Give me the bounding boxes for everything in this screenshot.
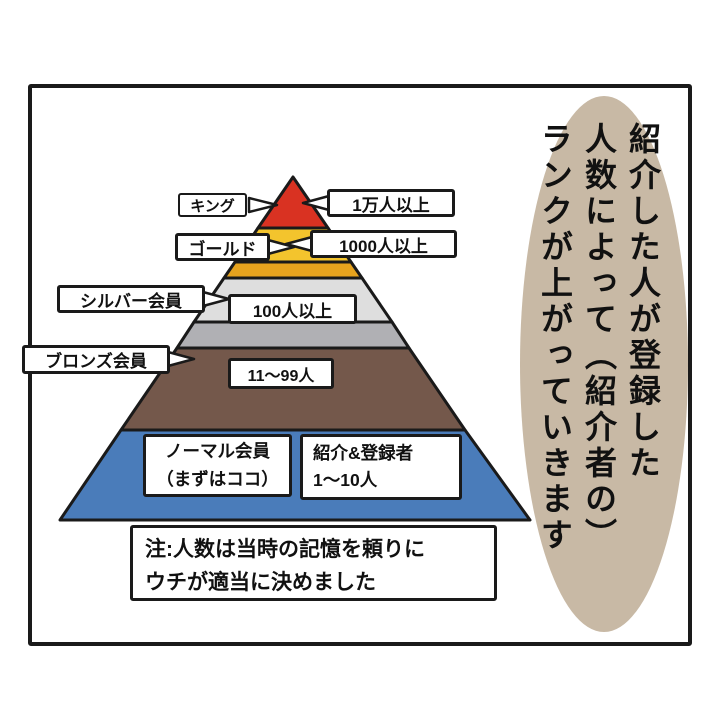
gold-rank-label: ゴールド (175, 233, 270, 261)
normal-threshold-label: 紹介&登録者 1〜10人 (300, 434, 462, 500)
silver-threshold-label: 100人以上 (228, 294, 357, 324)
bubble-line2: 人数によって（紹介者の） (581, 122, 617, 554)
bronze-threshold-label: 11〜99人 (228, 358, 334, 389)
comic-panel: キング 1万人以上 ゴールド 1000人以上 シルバー会員 100人以上 ブロン… (22, 84, 692, 646)
normal-rank-line2: （まずはココ） (156, 468, 279, 489)
gold-threshold-label: 1000人以上 (310, 230, 457, 258)
normal-threshold-line2: 1〜10人 (313, 470, 378, 490)
speech-bubble (520, 96, 688, 632)
silver-rank-label: シルバー会員 (57, 285, 205, 313)
pyramid-tier-silver-accent (175, 320, 411, 350)
speech-bubble-text: 紹介した人が登録した 人数によって（紹介者の） ランクが上がっていきます (533, 122, 665, 622)
arrow-king-label-icon (247, 196, 279, 214)
normal-rank-label: ノーマル会員 （まずはココ） (143, 434, 292, 497)
footnote-line1: 注:人数は当時の記憶を頼りに (145, 538, 425, 561)
bubble-line1: 紹介した人が登録した (625, 122, 661, 482)
bronze-rank-label: ブロンズ会員 (22, 345, 170, 374)
pyramid-tier-gold-accent (222, 260, 364, 280)
normal-rank-line1: ノーマル会員 (165, 441, 270, 462)
footnote-box: 注:人数は当時の記憶を頼りに ウチが適当に決めました (130, 525, 497, 601)
king-rank-label: キング (178, 193, 247, 217)
footnote-line2: ウチが適当に決めました (145, 570, 376, 594)
king-threshold-label: 1万人以上 (327, 189, 455, 217)
bubble-line3: ランクが上がっていきます (537, 122, 573, 554)
normal-threshold-line1: 紹介&登録者 (313, 442, 414, 463)
